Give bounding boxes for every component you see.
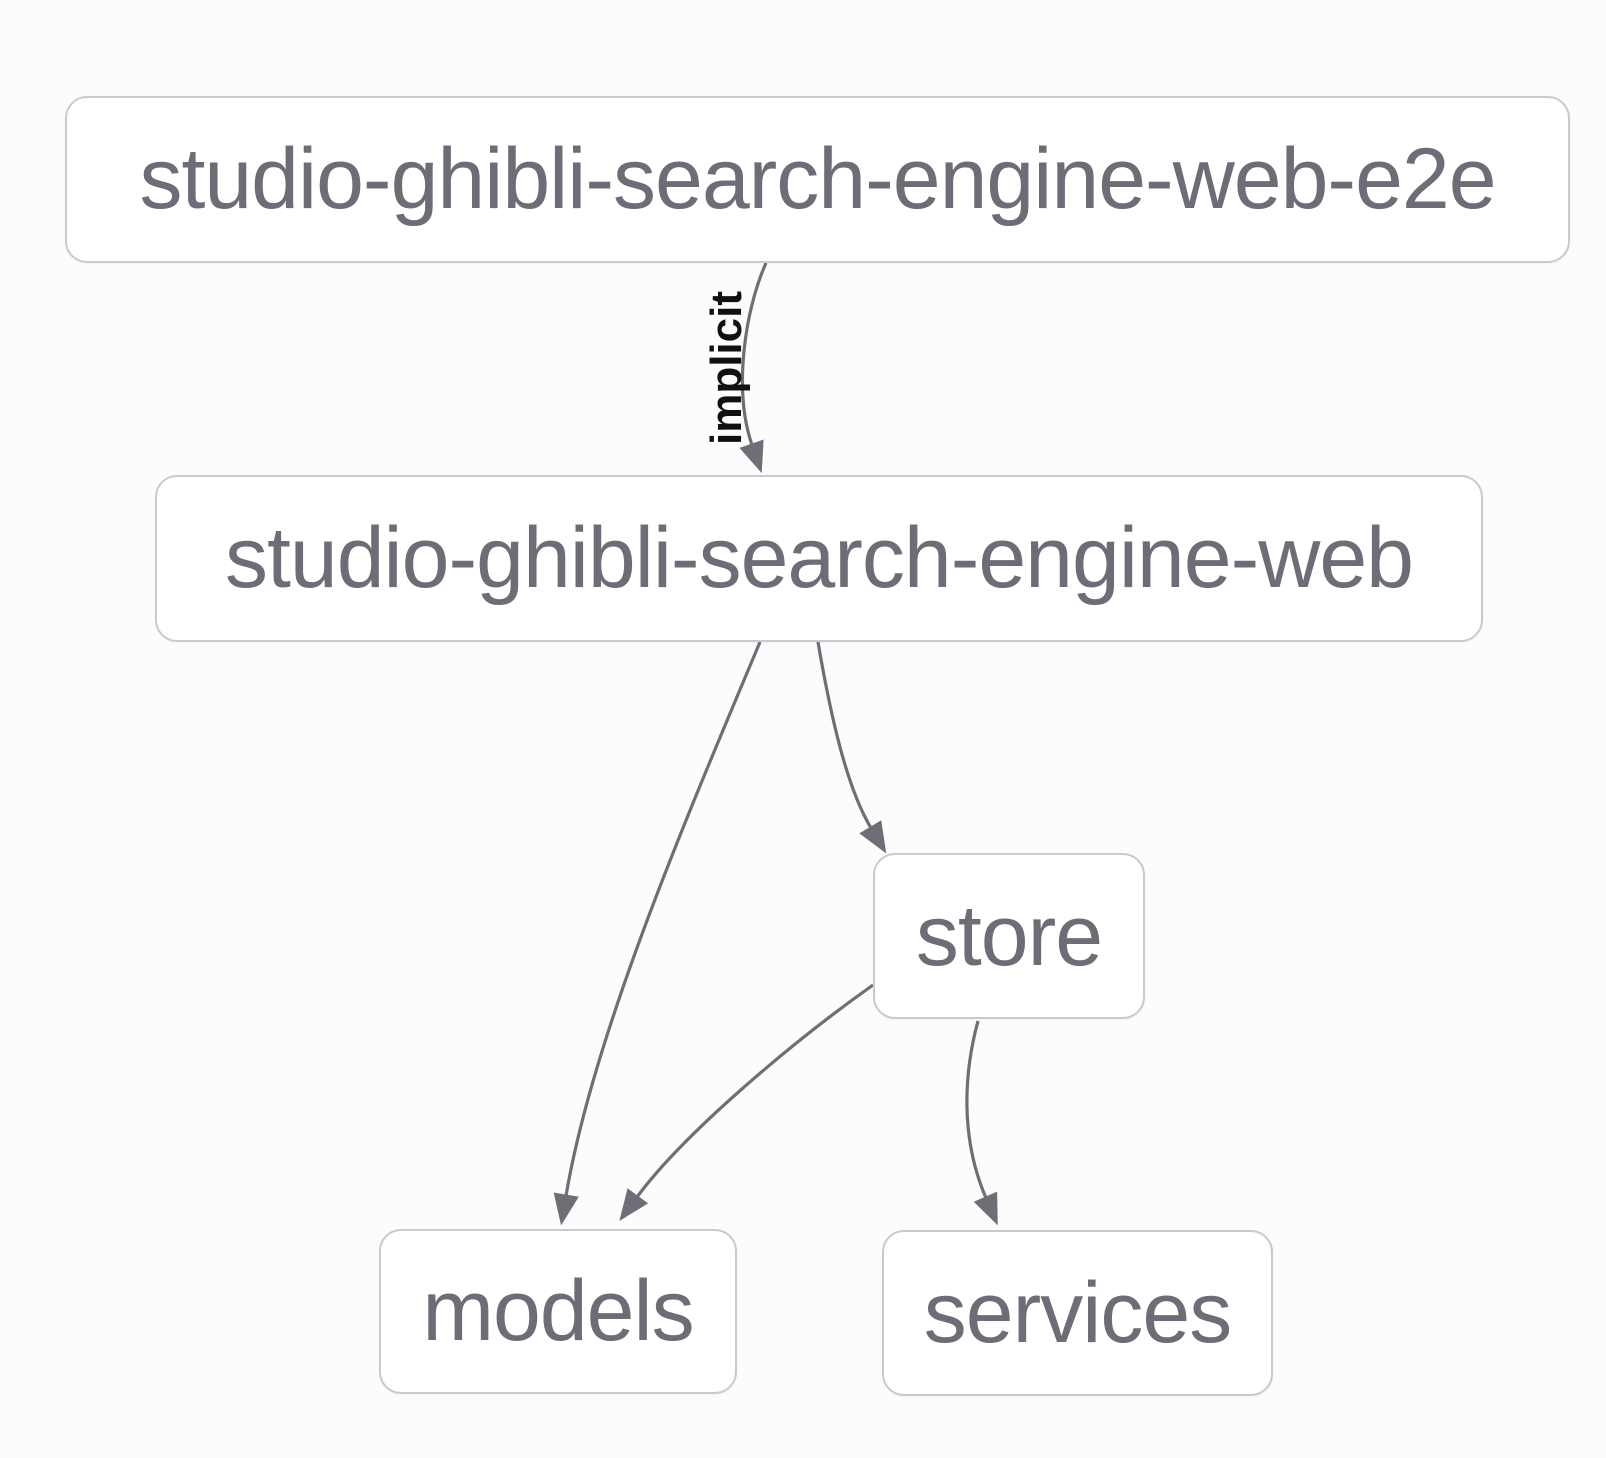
edge-web-to-models bbox=[553, 641, 762, 1226]
node-studio-ghibli-search-engine-web[interactable]: studio-ghibli-search-engine-web bbox=[155, 475, 1483, 642]
node-store[interactable]: store bbox=[873, 853, 1145, 1019]
edge-e2e-to-web bbox=[739, 262, 768, 474]
node-models[interactable]: models bbox=[379, 1229, 737, 1394]
edge-label-implicit: implicit bbox=[702, 290, 751, 446]
node-label: services bbox=[923, 1264, 1232, 1361]
node-studio-ghibli-search-engine-web-e2e[interactable]: studio-ghibli-search-engine-web-e2e bbox=[65, 96, 1570, 263]
edge-store-to-models bbox=[619, 983, 874, 1221]
edge-store-to-services bbox=[965, 1020, 998, 1226]
edge-web-to-store bbox=[816, 641, 887, 854]
node-label: studio-ghibli-search-engine-web bbox=[225, 510, 1414, 606]
node-label: models bbox=[422, 1263, 694, 1359]
node-label: studio-ghibli-search-engine-web-e2e bbox=[139, 131, 1496, 227]
node-label: store bbox=[915, 887, 1103, 984]
node-services[interactable]: services bbox=[882, 1230, 1273, 1396]
